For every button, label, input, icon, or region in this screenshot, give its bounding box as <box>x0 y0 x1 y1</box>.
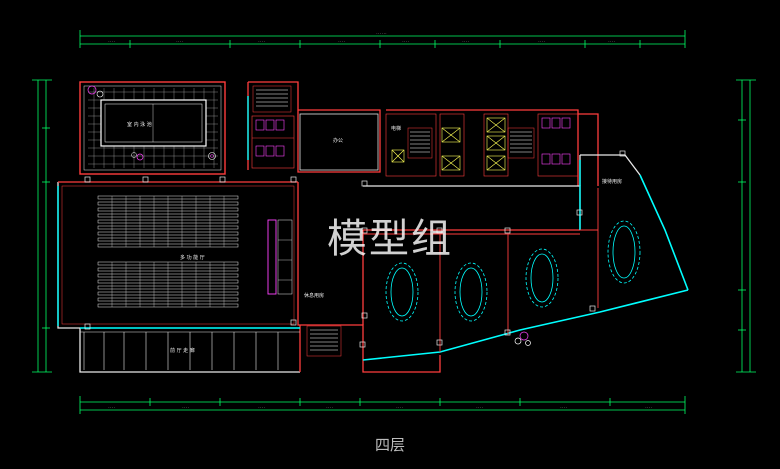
svg-text:····: ···· <box>396 405 403 409</box>
auditorium-label: 多 功 能 厅 <box>180 254 205 261</box>
svg-text:····: ···· <box>338 39 345 43</box>
conference-table-1 <box>385 262 419 322</box>
planters <box>514 331 531 346</box>
office-room <box>299 113 379 171</box>
svg-text:····: ···· <box>176 39 183 43</box>
lounge-label: 接待用房 <box>602 178 622 185</box>
svg-text:····: ···· <box>538 39 545 43</box>
conference-table-4 <box>607 220 641 284</box>
svg-text:····: ···· <box>108 405 115 409</box>
svg-text:····: ···· <box>326 405 333 409</box>
columns <box>84 150 626 348</box>
dimension-lines <box>32 30 756 414</box>
foyer-label: 前 厅 走 廊 <box>170 347 195 354</box>
svg-text:····: ···· <box>108 39 115 43</box>
svg-text:····: ···· <box>402 39 409 43</box>
auditorium <box>61 185 295 325</box>
svg-text:····: ···· <box>182 405 189 409</box>
svg-text:····: ···· <box>645 405 652 409</box>
office-label: 办公 <box>333 137 343 144</box>
restroom-left <box>251 115 295 169</box>
svg-text:····: ···· <box>476 405 483 409</box>
dimension-text: ······ ···· ···· ···· ···· ···· ···· ···· ··… <box>108 31 652 409</box>
elevator-label: 电梯 <box>391 125 401 132</box>
conference-table-2 <box>454 262 488 322</box>
svg-text:····: ···· <box>560 405 567 409</box>
prep-room-label: 休息用房 <box>304 292 324 299</box>
svg-text:····: ···· <box>608 39 615 43</box>
pool-block <box>79 81 226 175</box>
stairs <box>252 85 535 357</box>
glazing <box>57 96 581 329</box>
svg-text:····: ···· <box>462 39 469 43</box>
svg-text:······: ······ <box>376 31 387 35</box>
pool-label: 室 内 泳 池 <box>127 121 152 128</box>
svg-text:····: ···· <box>258 405 265 409</box>
meeting-room-walls <box>363 188 599 352</box>
elevator-core <box>385 113 579 177</box>
conference-table-3 <box>525 248 559 308</box>
foyer-columns <box>80 331 300 370</box>
floor-caption: 四层 <box>374 436 405 454</box>
svg-text:····: ···· <box>258 39 265 43</box>
